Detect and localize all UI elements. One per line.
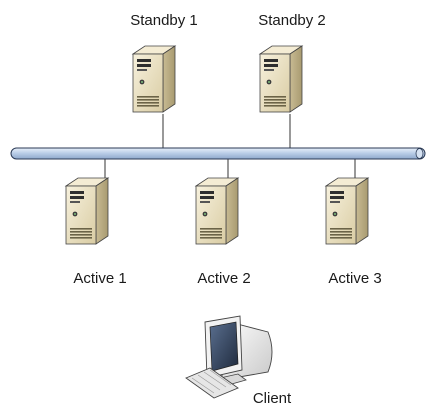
label-active2: Active 2 [197, 270, 251, 287]
label-standby2: Standby 2 [258, 12, 326, 29]
label-active3: Active 3 [328, 270, 382, 287]
network-bus [10, 147, 426, 160]
computer-icon [185, 315, 273, 399]
label-client: Client [252, 390, 292, 407]
server-icon-active2 [195, 177, 239, 245]
server-icon-standby1 [132, 45, 176, 113]
server-icon-standby2 [259, 45, 303, 113]
label-standby1: Standby 1 [130, 12, 198, 29]
label-active1: Active 1 [73, 270, 127, 287]
server-icon-active1 [65, 177, 109, 245]
server-icon-active3 [325, 177, 369, 245]
